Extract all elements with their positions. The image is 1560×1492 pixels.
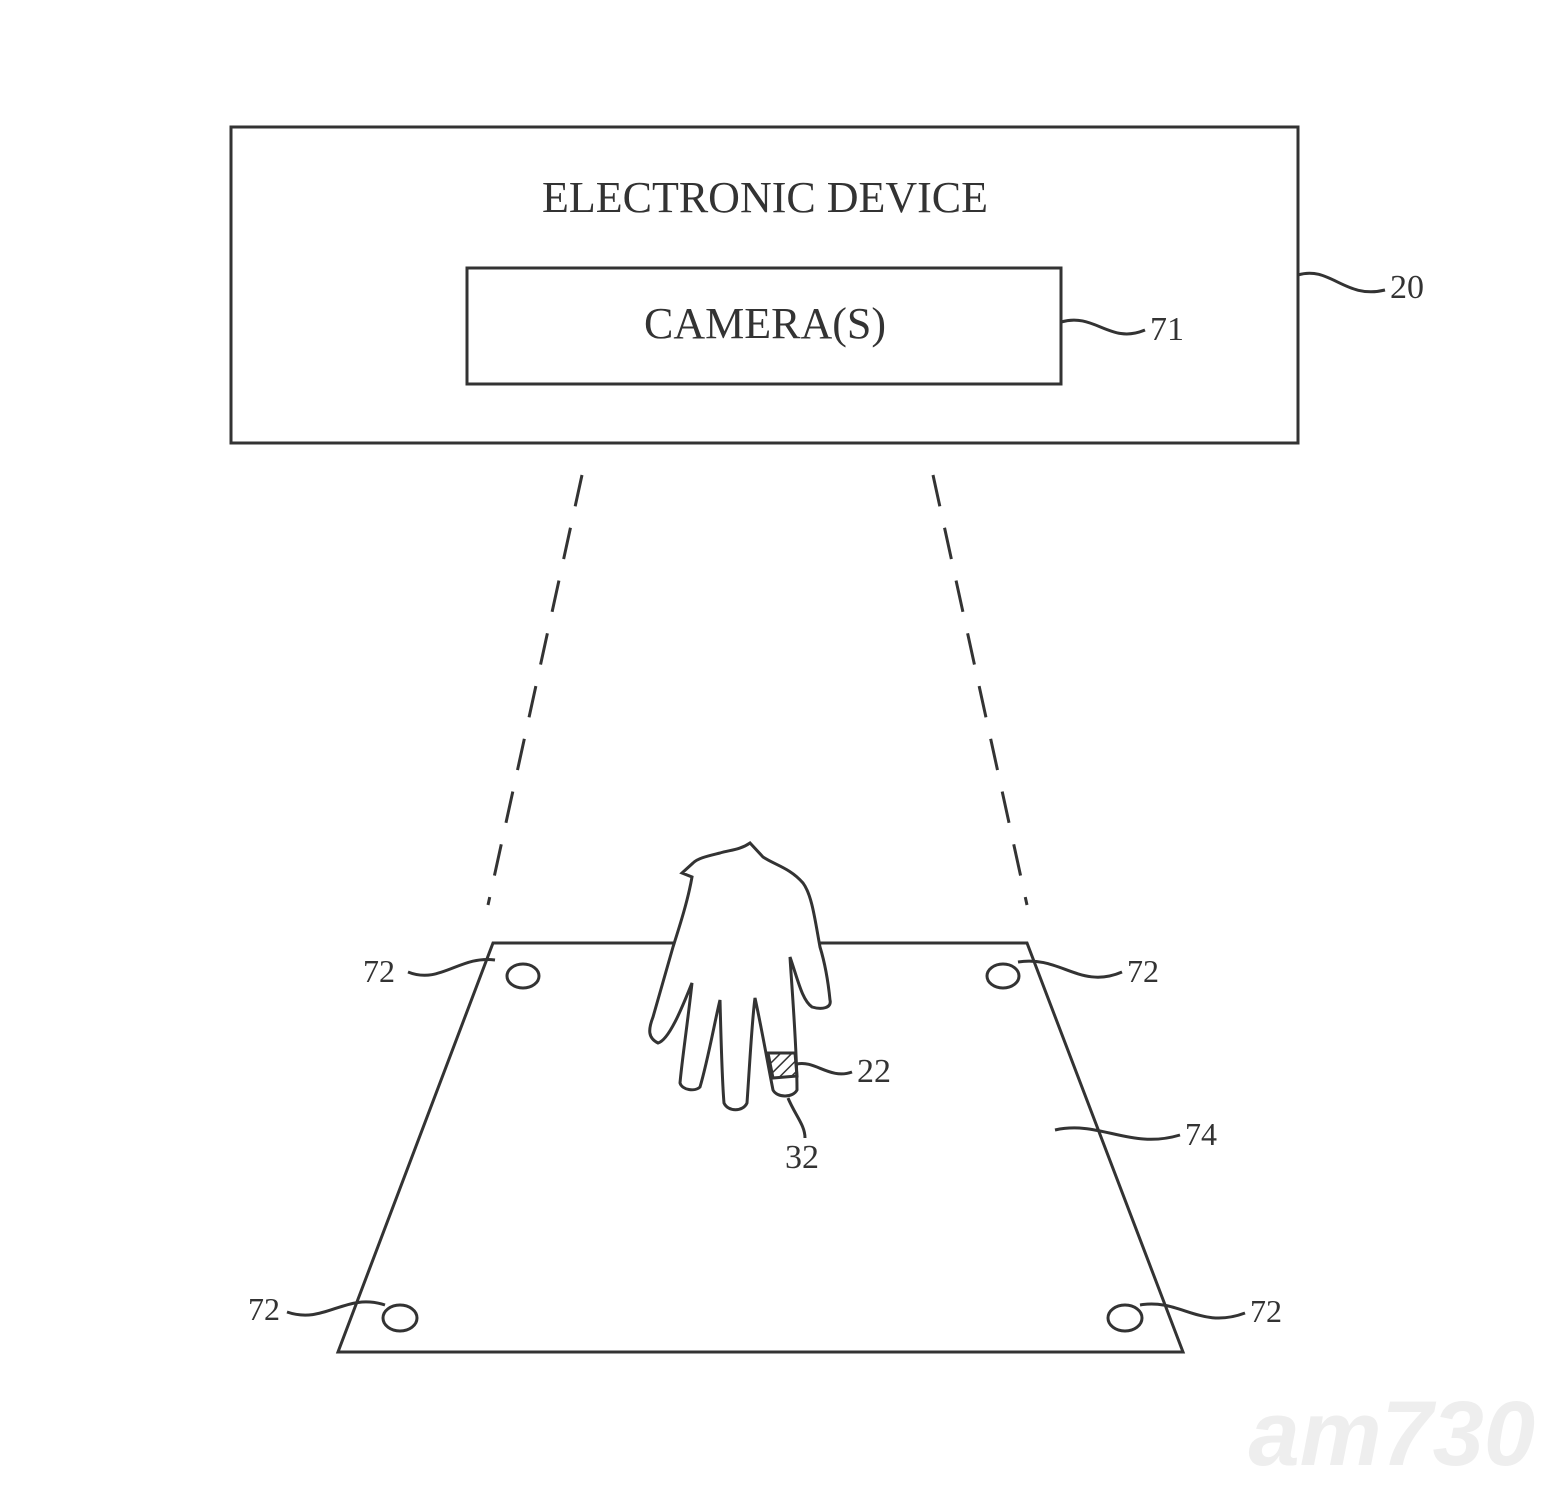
ring-22 [766, 1051, 799, 1080]
surface-leader-line [1054, 1126, 1181, 1141]
electronic-device-box [229, 125, 1300, 445]
ring-leader-line [796, 1061, 853, 1076]
marker-bottom-right [1106, 1303, 1144, 1333]
marker-leader-bl [286, 1300, 386, 1317]
electronic-device-label: ELECTRONIC DEVICE [542, 173, 988, 222]
marker-ref-tr: 72 [1127, 953, 1159, 989]
camera-leader-line [1060, 318, 1146, 336]
marker-top-left [505, 962, 541, 990]
fov-right-line [931, 474, 1029, 906]
camera-ref-label: 71 [1150, 311, 1184, 348]
surface-ref-label: 74 [1185, 1116, 1217, 1152]
marker-bottom-left [381, 1303, 419, 1333]
marker-ref-br: 72 [1250, 1293, 1282, 1329]
fov-left-line [486, 474, 584, 906]
marker-leader-tl [407, 957, 496, 977]
ring-ref-label: 22 [857, 1053, 891, 1090]
camera-box [465, 266, 1063, 386]
device-leader-line [1297, 271, 1386, 294]
finger-ref-label: 32 [785, 1139, 819, 1176]
marker-ref-bl: 72 [248, 1291, 280, 1327]
marker-leader-br [1139, 1302, 1246, 1320]
marker-leader-tr [1017, 959, 1123, 979]
marker-top-right [985, 962, 1021, 990]
hand [648, 841, 832, 1112]
watermark-logo: am730 [1249, 1383, 1535, 1485]
marker-ref-tl: 72 [363, 953, 395, 989]
surface-74 [335, 941, 1186, 1354]
camera-label: CAMERA(S) [644, 299, 886, 348]
device-ref-label: 20 [1390, 269, 1424, 306]
finger-leader-line [786, 1097, 807, 1139]
